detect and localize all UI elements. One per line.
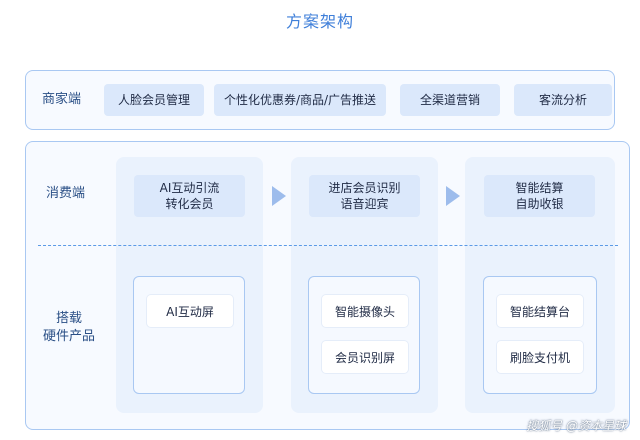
hardware-label-line2: 硬件产品	[42, 329, 95, 344]
diagram-title: 方案架构	[285, 12, 354, 31]
consumer-step-3-line1: 智能结算	[515, 181, 564, 195]
hardware-group-1: AI互动屏	[133, 276, 245, 394]
hardware-group-2: 智能摄像头 会员识别屏	[308, 276, 420, 394]
consumer-step-2: 进店会员识别 语音迎宾	[309, 175, 420, 217]
merchant-item-omnichannel: 全渠道营销	[400, 84, 500, 116]
hardware-item-ai-screen: AI互动屏	[147, 295, 233, 327]
hardware-label-line1: 搭载	[55, 311, 82, 326]
consumer-step-3: 智能结算 自助收银	[484, 175, 595, 217]
merchant-label: 商家端	[42, 92, 82, 107]
hardware-item-member-screen: 会员识别屏	[322, 341, 408, 373]
consumer-step-3-line2: 自助收银	[515, 197, 564, 211]
consumer-step-1-line1: AI互动引流	[159, 181, 220, 195]
flow-arrow-icon	[446, 186, 460, 206]
consumer-step-1: AI互动引流 转化会员	[134, 175, 245, 217]
section-divider	[38, 245, 618, 246]
watermark: 搜狐号 @资本星球	[526, 419, 626, 433]
hardware-group-3: 智能结算台 刷脸支付机	[483, 276, 597, 394]
hardware-item-smart-camera: 智能摄像头	[322, 295, 408, 327]
hardware-label: 搭载 硬件产品	[34, 310, 104, 346]
consumer-step-2-line2: 语音迎宾	[340, 197, 389, 211]
flow-arrow-icon	[272, 186, 286, 206]
hardware-item-checkout-counter: 智能结算台	[497, 295, 583, 327]
merchant-item-personalized-push: 个性化优惠券/商品/广告推送	[214, 84, 386, 116]
consumer-step-1-line2: 转化会员	[165, 197, 214, 211]
hardware-item-face-pay-machine: 刷脸支付机	[497, 341, 583, 373]
consumer-label: 消费端	[46, 186, 86, 201]
merchant-panel: 商家端 人脸会员管理 个性化优惠券/商品/广告推送 全渠道营销 客流分析	[25, 70, 615, 130]
consumer-step-2-line1: 进店会员识别	[328, 181, 401, 195]
merchant-item-face-member: 人脸会员管理	[104, 84, 204, 116]
merchant-item-traffic-analysis: 客流分析	[514, 84, 612, 116]
